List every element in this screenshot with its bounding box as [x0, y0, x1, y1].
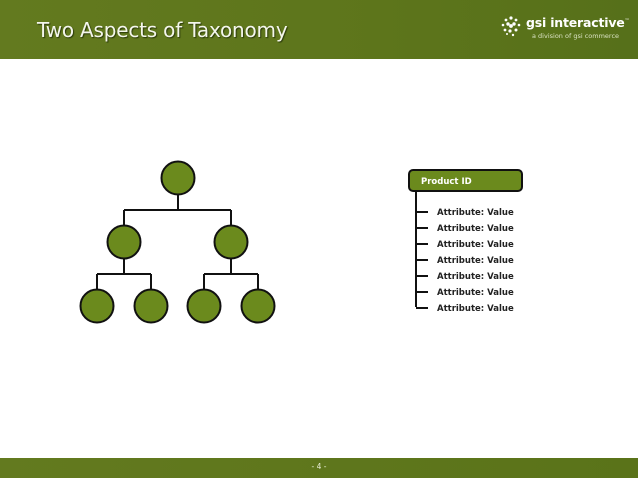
tree-node-leaf	[186, 288, 222, 324]
product-id-label: Product ID	[421, 177, 472, 187]
attribute-row: Attribute: Value	[437, 288, 514, 298]
tree-node-left	[106, 224, 142, 260]
attribute-row: Attribute: Value	[437, 240, 514, 250]
footer-bar: - 4 -	[0, 458, 638, 478]
gsi-logo: gsi interactive™ a division of gsi comme…	[500, 13, 630, 45]
brand-name: gsi interactive™	[526, 15, 630, 30]
slide-title: Two Aspects of Taxonomy	[37, 18, 288, 42]
hierarchy-tree	[96, 195, 259, 290]
brand-tagline: a division of gsi commerce	[532, 32, 620, 40]
attribute-row: Attribute: Value	[437, 272, 514, 282]
attribute-row: Attribute: Value	[437, 224, 514, 234]
attribute-row: Attribute: Value	[437, 304, 514, 314]
tree-node-right	[213, 224, 249, 260]
page-number: - 4 -	[311, 462, 327, 471]
tree-node-leaf	[133, 288, 169, 324]
header-bar: Two Aspects of Taxonomy gsi interactive™…	[0, 0, 638, 59]
tree-node-leaf	[79, 288, 115, 324]
attribute-row: Attribute: Value	[437, 208, 514, 218]
attribute-row: Attribute: Value	[437, 256, 514, 266]
gsi-dots-icon	[501, 16, 521, 37]
tree-node-root	[160, 160, 196, 196]
product-id-box	[408, 169, 523, 192]
tree-node-leaf	[240, 288, 276, 324]
